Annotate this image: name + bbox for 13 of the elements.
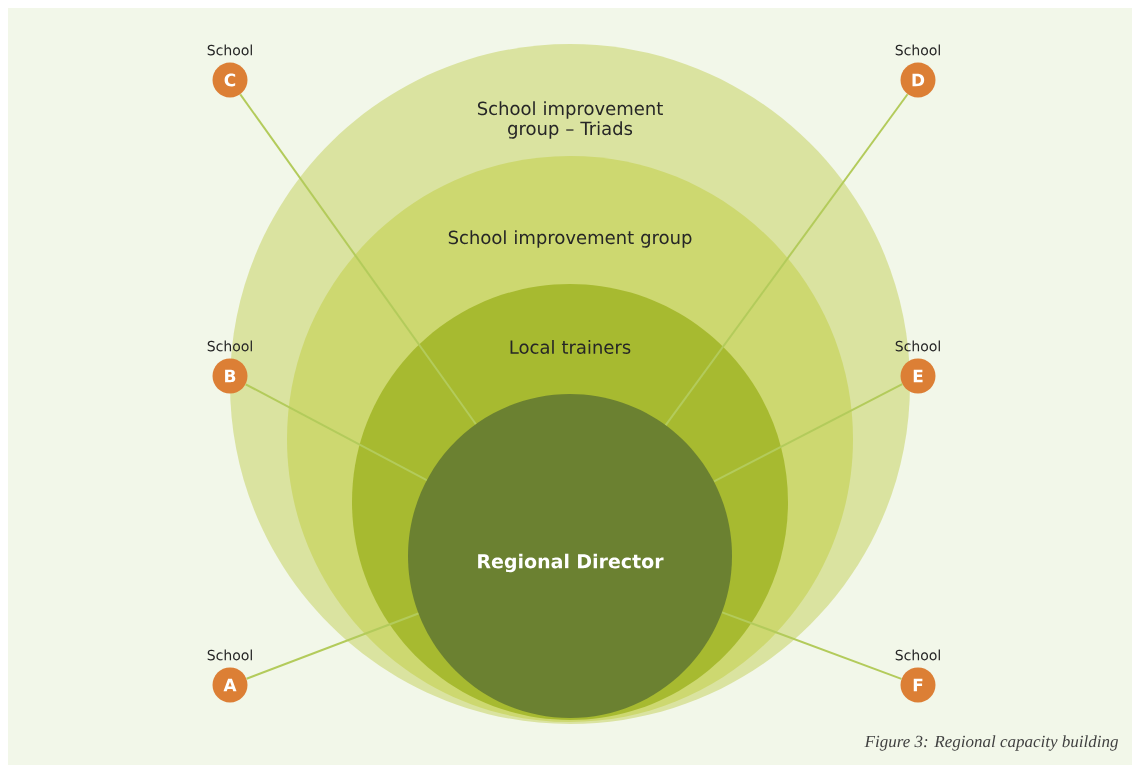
connector-line bbox=[239, 93, 477, 425]
school-label: School bbox=[895, 44, 940, 56]
connector-line bbox=[244, 383, 428, 482]
connector-line bbox=[713, 383, 904, 483]
school-label: School bbox=[895, 340, 940, 352]
school-label: School bbox=[207, 44, 252, 56]
connector-line bbox=[664, 93, 909, 427]
connector-line bbox=[245, 612, 420, 680]
caption: Figure 3: Regional capacity building bbox=[864, 735, 1118, 751]
school-label: School bbox=[207, 649, 252, 661]
school-label: School bbox=[207, 340, 252, 352]
connector-line bbox=[721, 611, 903, 680]
school-label: School bbox=[895, 649, 940, 661]
